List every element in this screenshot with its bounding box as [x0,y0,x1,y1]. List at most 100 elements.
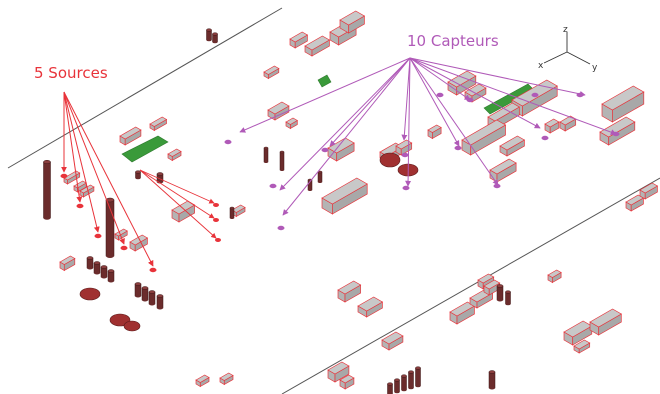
source-arrow-3 [63,91,100,233]
source-arrow-5 [63,91,154,267]
building-51 [149,116,168,132]
chimney-4 [212,32,218,44]
capteur-arrow-9 [409,57,541,129]
building-50 [427,124,442,140]
source-point-4 [120,245,128,251]
axis-x-line [543,51,568,64]
building-16 [544,118,560,134]
building-20 [601,85,645,123]
capteur-arrow-6 [405,57,412,187]
building-8 [327,137,355,162]
buildings [59,10,659,390]
road-line-bottom [281,177,660,394]
capteur-point-10 [576,92,584,98]
capteur-point-5 [401,152,409,158]
building-29 [171,200,196,223]
building-4 [339,10,366,34]
building-7 [285,117,298,130]
capteur-arrow-3 [282,57,411,216]
capteur-arrow-10 [409,57,586,97]
building-40 [573,339,591,354]
axis-y-label: y [592,63,598,73]
source-extra-point-2 [213,218,219,222]
chimney-22 [488,370,496,390]
chimney-26 [408,370,414,390]
source-branch-3 [139,169,217,239]
capteur-arrow-7 [409,57,460,147]
building-49 [395,139,413,156]
chimney-27 [415,366,421,388]
capteur-point-6 [402,185,410,191]
source-point-5 [149,267,157,273]
green-zone-1 [121,135,169,163]
tank-3 [123,320,141,332]
source-branch-2 [139,169,215,219]
building-41 [381,331,404,351]
building-38 [563,320,593,346]
chimney-23 [387,382,393,394]
axis-y-line [566,51,591,65]
chimney-6 [279,150,285,171]
building-45 [195,374,210,388]
building-19 [599,116,636,146]
building-37 [547,269,562,284]
building-14 [461,119,507,156]
building-15 [499,135,526,157]
axis-z-label: z [563,25,568,35]
capteur-point-3 [277,225,285,231]
building-22 [167,148,182,162]
capteur-arrow-4 [329,57,411,147]
capteur-arrow-2 [279,57,411,191]
building-47 [639,182,659,200]
capteur-point-1 [224,139,232,145]
chimney-12 [86,256,94,270]
chimney-7 [307,178,313,191]
building-9 [321,177,368,215]
capteurs-label: 10 Capteurs [407,32,499,50]
chimney-25 [401,374,407,392]
chimneys [43,28,511,394]
building-25 [59,255,76,272]
chimney-2 [105,197,115,258]
chimney-24 [394,378,400,394]
source-point-2 [76,203,84,209]
chimney-20 [496,284,504,302]
road-line-top [7,7,283,169]
capteur-arrow-12 [409,57,471,101]
chimney-5 [263,146,269,163]
chimney-14 [100,265,108,279]
building-5 [263,65,280,80]
capteurs [224,57,620,231]
axis-x-label: x [538,61,544,71]
tank-5 [379,152,401,168]
chimney-15 [107,269,115,283]
building-43 [339,374,355,390]
building-32 [357,296,384,318]
tank-1 [79,287,101,301]
capteur-point-2 [269,183,277,189]
capteur-point-9 [541,135,549,141]
chimney-17 [141,286,149,302]
building-1 [289,31,309,49]
capteur-point-4 [321,147,329,153]
building-46 [625,194,645,212]
chimney-10 [156,172,164,184]
sources [60,91,221,273]
chimney-18 [148,290,156,306]
chimney-8 [317,170,323,183]
green-zone-3 [317,74,332,88]
source-point-1 [60,173,68,179]
capteur-point-14 [531,92,539,98]
chimney-16 [134,282,142,298]
chimney-19 [156,294,164,310]
chimney-1 [43,160,51,220]
chimney-21 [505,290,511,306]
sources-label: 5 Sources [34,64,108,82]
axis-triad [543,32,591,65]
source-point-3 [94,233,102,239]
building-6 [267,101,290,121]
capteur-arrow-5 [401,57,411,141]
source-arrow-2 [63,91,83,203]
chimney-13 [93,261,101,275]
